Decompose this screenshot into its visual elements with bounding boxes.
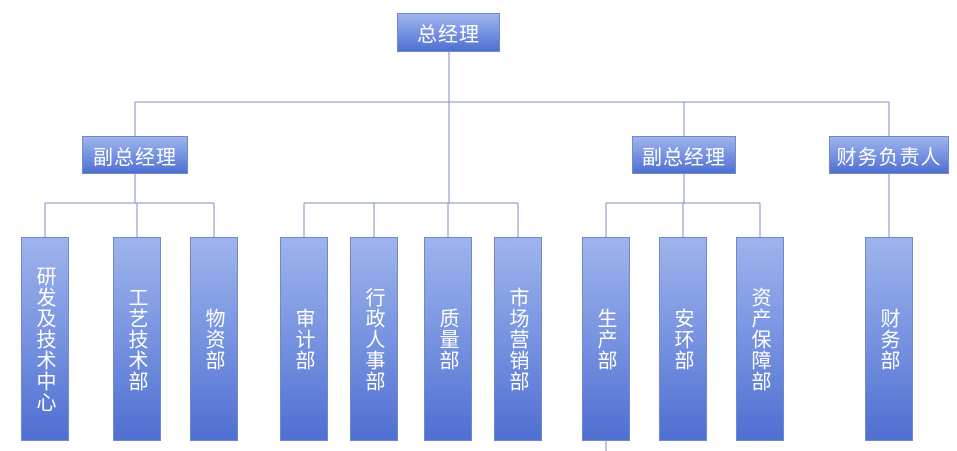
node-dept-asset-guarantee: 资产保障部 — [736, 237, 784, 441]
node-dept-safety-env: 安环部 — [659, 237, 707, 441]
node-general-manager: 总经理 — [397, 13, 500, 52]
node-dept-quality: 质量部 — [424, 237, 472, 441]
node-dept-materials: 物资部 — [190, 237, 238, 441]
node-dept-marketing: 市场营销部 — [494, 237, 542, 441]
node-vp-right: 副总经理 — [632, 136, 736, 174]
node-dept-production: 生产部 — [582, 237, 630, 441]
node-dept-audit: 审计部 — [280, 237, 328, 441]
node-finance-head: 财务负责人 — [829, 136, 949, 174]
node-vp-left: 副总经理 — [82, 136, 188, 174]
node-dept-rnd-center: 研发及技术中心 — [21, 237, 69, 441]
node-dept-admin-hr: 行政人事部 — [350, 237, 398, 441]
node-dept-process-tech: 工艺技术部 — [113, 237, 161, 441]
node-dept-finance: 财务部 — [865, 237, 913, 441]
